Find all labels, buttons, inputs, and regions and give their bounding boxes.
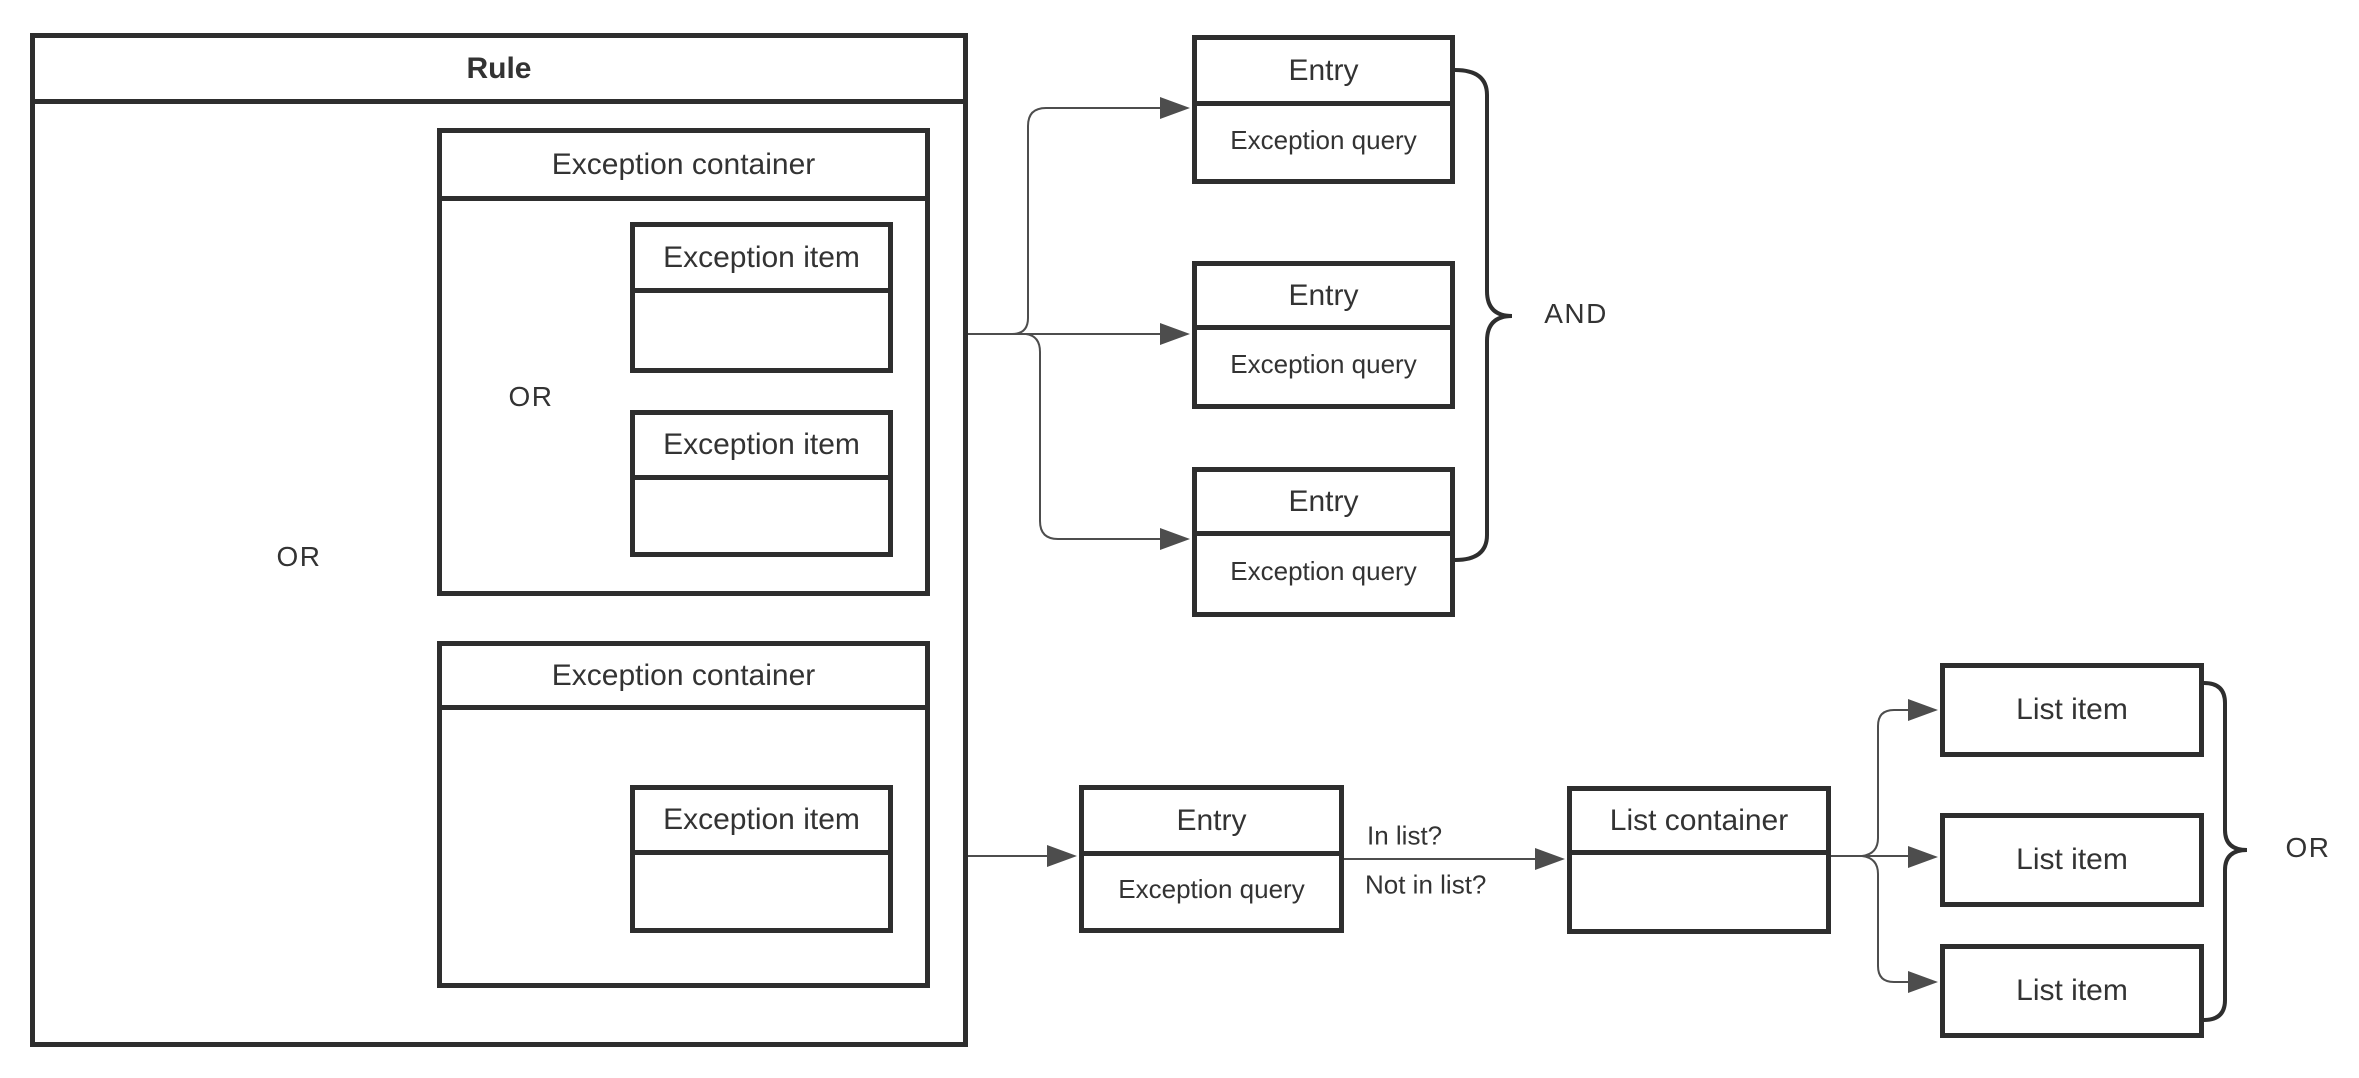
connector-item1-to-entry3	[1025, 333, 1161, 540]
arrowhead-list-item2	[1908, 846, 1938, 868]
connector-listcontainer-to-item3	[1861, 855, 1909, 983]
arrowhead-entry2	[1160, 323, 1190, 345]
entry-2-query: Exception query	[1230, 349, 1417, 379]
entry-1-title: Entry	[1197, 40, 1450, 106]
or-label-list: OR	[2285, 832, 2331, 863]
connector-listcontainer-to-item1	[1861, 709, 1909, 857]
entry-3-query: Exception query	[1230, 556, 1417, 586]
list-container-title: List container	[1572, 791, 1826, 855]
list-container-box: List container	[1567, 786, 1831, 934]
and-brace	[1453, 68, 1513, 562]
arrowhead-list-item3	[1908, 971, 1938, 993]
entry-box-4: Entry Exception query	[1079, 785, 1344, 933]
arrowhead-list-container	[1535, 848, 1565, 870]
or-label-outer: OR	[276, 541, 322, 572]
entry-box-2: Entry Exception query	[1192, 261, 1455, 409]
arrowhead-list-item1	[1908, 699, 1938, 721]
list-item-3: List item	[1940, 944, 2204, 1038]
exception-container-1-title: Exception container	[442, 133, 925, 201]
entry-2-title: Entry	[1197, 266, 1450, 330]
connector-item1-to-entry1	[1011, 107, 1161, 335]
or-label-inner: OR	[508, 381, 554, 412]
exception-item-3-title: Exception item	[635, 790, 888, 855]
exception-item-3: Exception item	[630, 785, 893, 933]
not-in-list-label: Not in list?	[1365, 869, 1487, 900]
exception-item-2: Exception item	[630, 410, 893, 557]
list-item-2: List item	[1940, 813, 2204, 907]
list-item-1: List item	[1940, 663, 2204, 757]
entry-4-query: Exception query	[1118, 874, 1305, 904]
or-brace-list	[2202, 681, 2248, 1022]
entry-4-title: Entry	[1084, 790, 1339, 856]
exception-item-2-title: Exception item	[635, 415, 888, 480]
arrowhead-entry-bottom	[1047, 845, 1077, 867]
exception-container-2-title: Exception container	[442, 646, 925, 710]
arrowhead-entry3	[1160, 528, 1190, 550]
entry-3-title: Entry	[1197, 472, 1450, 536]
entry-1-query: Exception query	[1230, 124, 1417, 155]
exception-item-1-title: Exception item	[635, 227, 888, 293]
and-label: AND	[1544, 298, 1608, 329]
entry-box-1: Entry Exception query	[1192, 35, 1455, 184]
rule-title: Rule	[35, 38, 963, 104]
arrowhead-entry1	[1160, 97, 1190, 119]
exception-item-1: Exception item	[630, 222, 893, 373]
entry-box-3: Entry Exception query	[1192, 467, 1455, 617]
in-list-label: In list?	[1367, 820, 1443, 851]
